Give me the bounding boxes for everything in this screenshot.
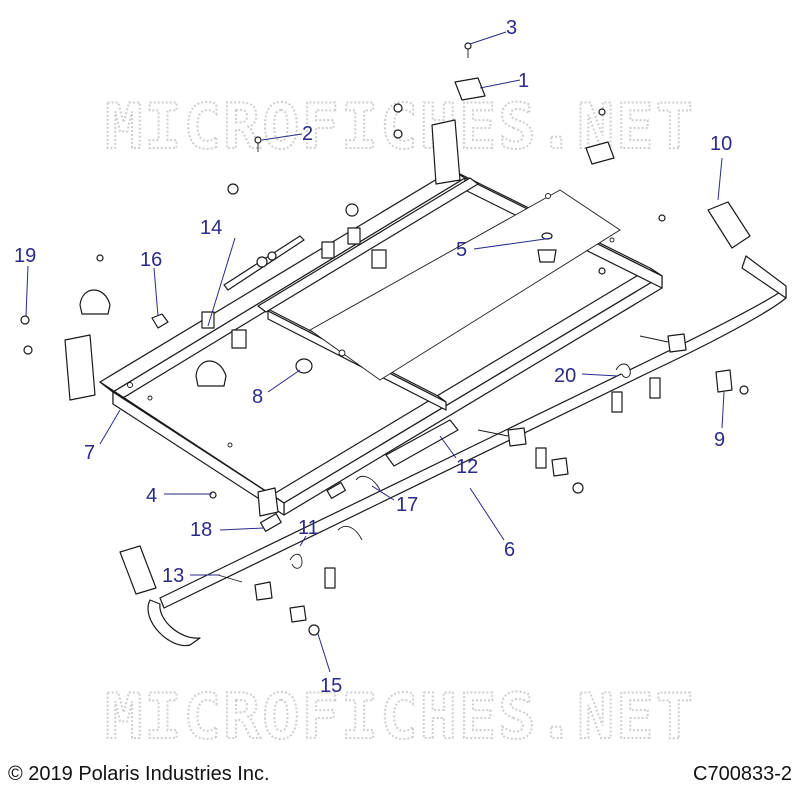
callout-19: 19 [14,245,36,267]
callout-16: 16 [140,249,162,271]
callout-3: 3 [506,17,517,39]
callouts: 3 1 2 10 14 5 19 16 20 8 9 7 12 4 17 18 … [14,17,732,697]
callout-1: 1 [518,70,529,92]
callout-7: 7 [84,442,95,464]
hardware [20,42,749,636]
callout-13: 13 [162,565,184,587]
leader-lines [25,31,725,673]
callout-17: 17 [396,494,418,516]
callout-5: 5 [456,239,467,261]
callout-14: 14 [200,217,222,239]
tube-end-cap-left [119,545,157,595]
callout-10: 10 [710,133,732,155]
callout-20: 20 [554,365,576,387]
callout-18: 18 [190,519,212,541]
copyright-notice: © 2019 Polaris Industries Inc. [8,763,270,785]
callout-15: 15 [320,675,342,697]
callout-11: 11 [298,517,319,539]
drawing-number: C700833-2 [693,763,792,785]
frame-assembly [64,119,663,517]
callout-12: 12 [456,456,478,478]
tube-end-cap-10 [707,201,751,249]
callout-4: 4 [146,485,157,507]
watermark-bottom: MICROFICHES.NET [105,680,695,753]
callout-9: 9 [714,429,725,451]
callout-6: 6 [504,539,515,561]
callout-2: 2 [302,123,313,145]
callout-8: 8 [252,386,263,408]
side-tube [147,255,787,647]
